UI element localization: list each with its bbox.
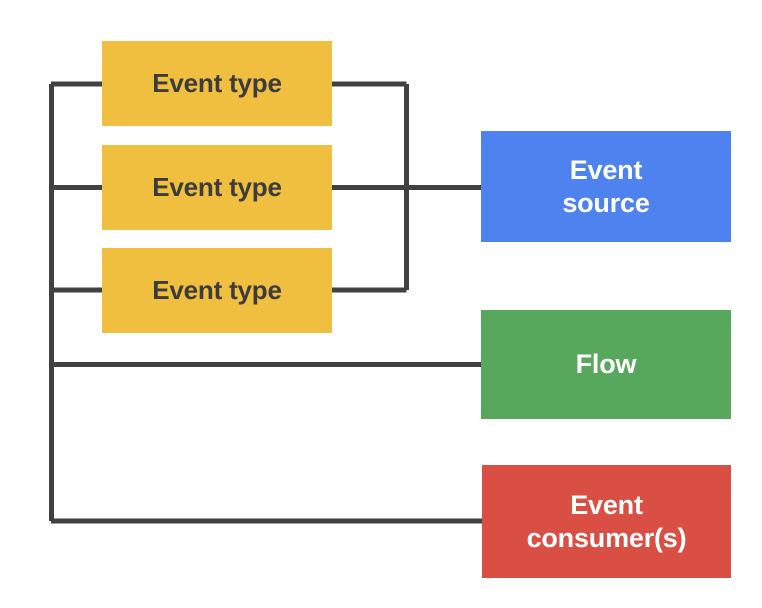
- node-event-source-label: Event source: [562, 154, 650, 220]
- node-event-source[interactable]: Event source: [481, 131, 731, 242]
- node-flow[interactable]: Flow: [481, 310, 731, 419]
- node-event-type-2[interactable]: Event type: [102, 145, 332, 230]
- node-event-consumers[interactable]: Event consumer(s): [482, 465, 731, 578]
- node-event-type-3[interactable]: Event type: [102, 248, 332, 333]
- node-event-consumers-label-line2: consumer(s): [526, 522, 687, 553]
- node-event-source-label-line2: source: [562, 187, 650, 218]
- node-event-type-2-label: Event type: [152, 171, 282, 202]
- node-event-consumers-label-line1: Event: [570, 489, 643, 520]
- node-event-type-3-label: Event type: [152, 274, 282, 305]
- node-event-type-1[interactable]: Event type: [102, 41, 332, 126]
- node-event-consumers-label: Event consumer(s): [527, 489, 687, 555]
- node-flow-label: Flow: [575, 349, 637, 380]
- node-event-type-1-label: Event type: [152, 67, 282, 98]
- node-event-source-label-line1: Event: [569, 154, 643, 185]
